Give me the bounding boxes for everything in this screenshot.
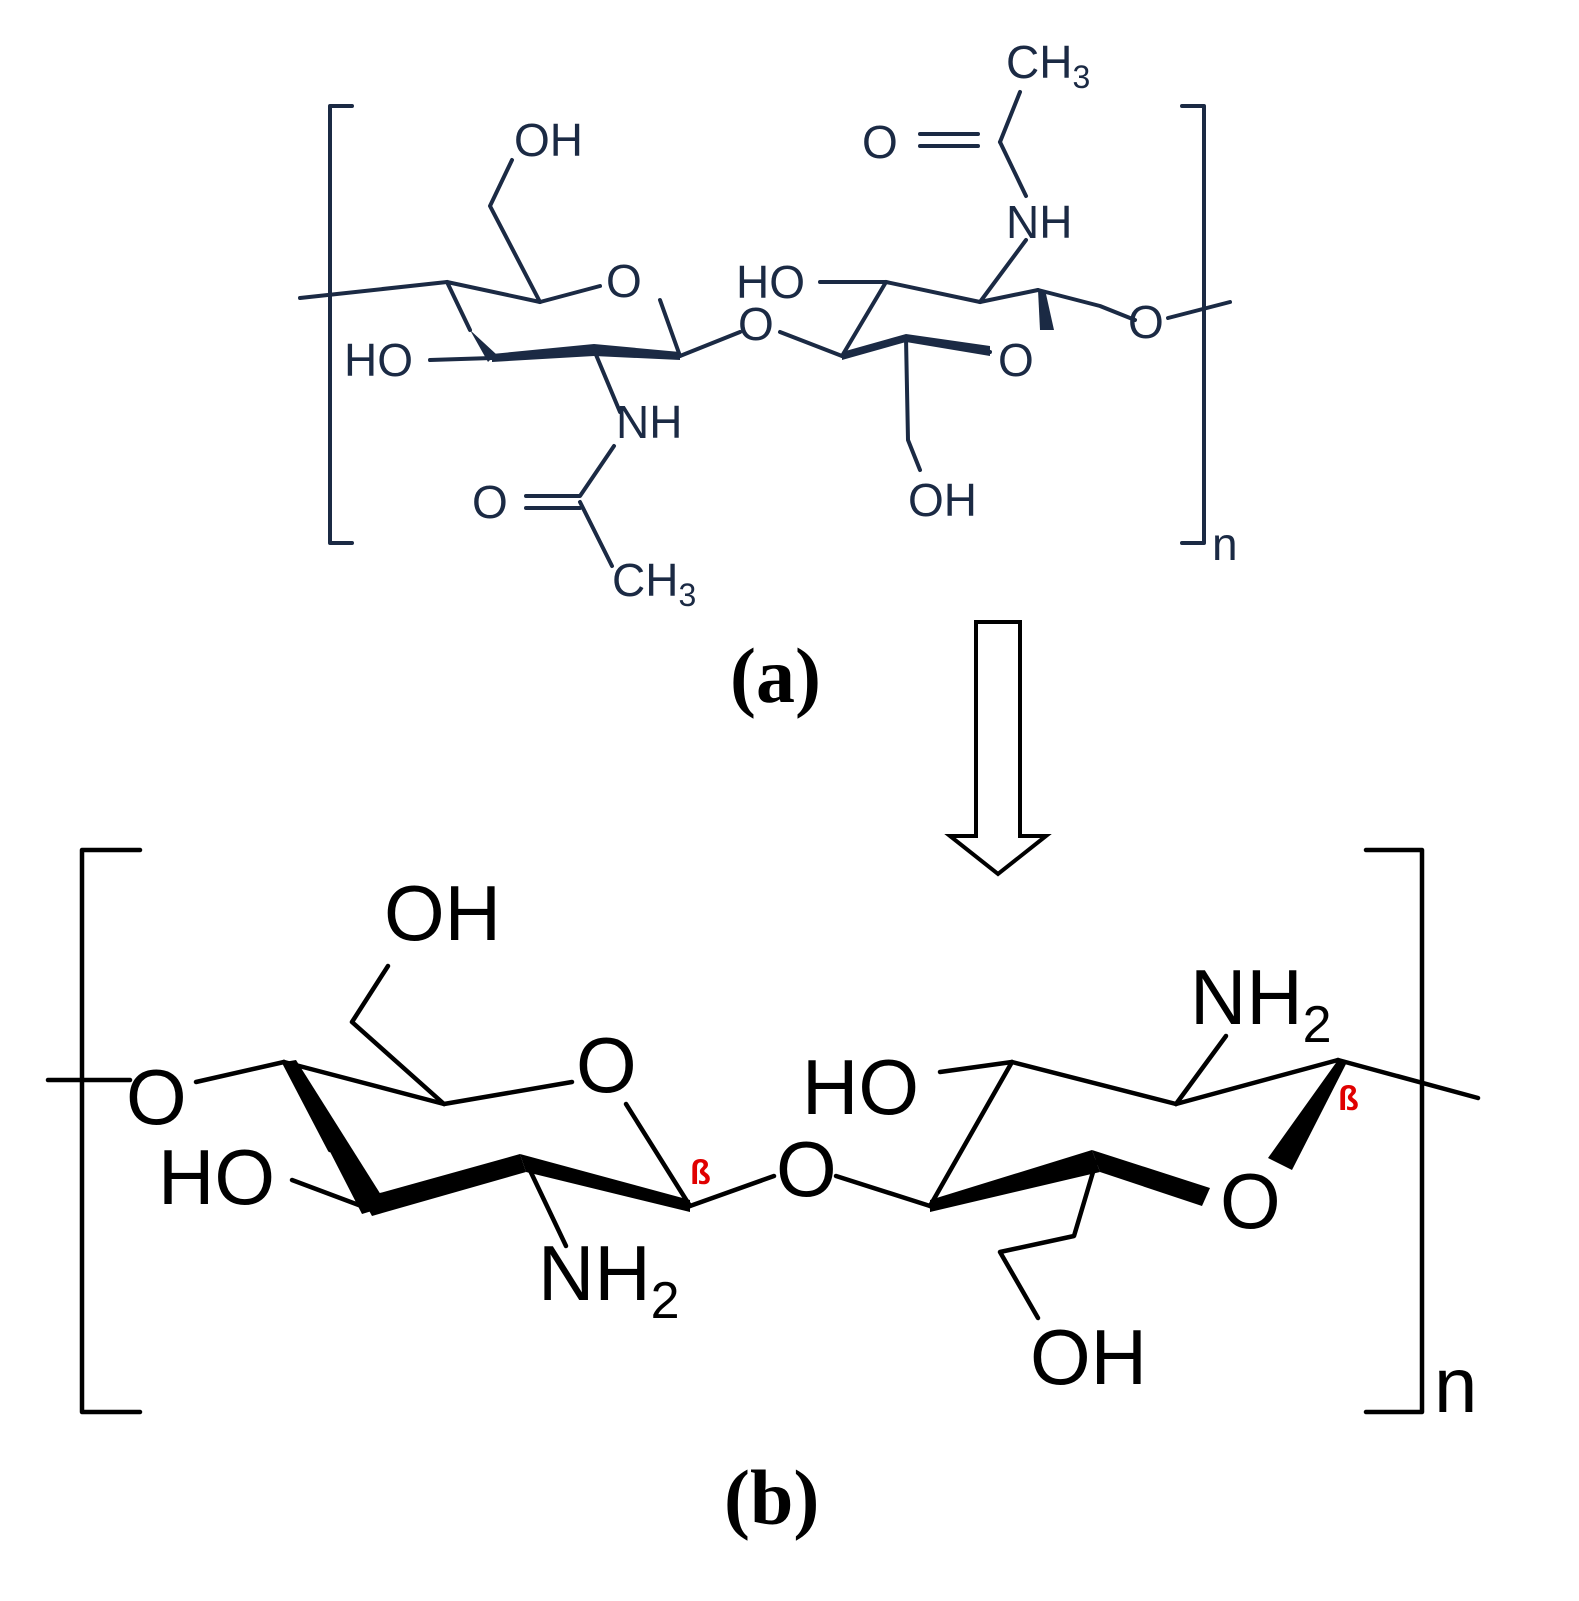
structure-b-chitosan: O OH O HO NH2 ß O HO NH2 ß O OH n: [45, 847, 1481, 1429]
label-terminal-o-left-b: O: [126, 1053, 187, 1141]
label-carbonyl-o-bottom-a: O: [472, 476, 508, 528]
ring-left-a: [298, 158, 742, 568]
label-ho-left-b: HO: [158, 1133, 275, 1221]
caption-b: (b): [724, 1454, 819, 1541]
label-nh2-bottom-b: NH2: [538, 1229, 680, 1330]
label-ring-o-right-b: O: [1220, 1157, 1281, 1245]
bracket-right-b: [1363, 847, 1425, 1415]
label-ho-left-a: HO: [344, 334, 413, 386]
repeat-n-a: n: [1212, 518, 1238, 570]
caption-a: (a): [730, 632, 821, 719]
label-glycosidic-o-b: O: [776, 1125, 837, 1213]
label-nh-top-a: NH: [1006, 196, 1072, 248]
ring-right-b: [833, 1033, 1481, 1321]
label-ring-o-right-a: O: [998, 334, 1034, 386]
label-oh-bottom-b: OH: [1030, 1313, 1147, 1401]
label-ch3-top-a: CH3: [1006, 36, 1090, 95]
ring-right-a: [778, 90, 1232, 472]
label-glycosidic-o-a: O: [738, 298, 774, 350]
arrow-down-icon: [944, 620, 1052, 877]
label-oh-bottom-right-a: OH: [908, 474, 977, 526]
label-ring-o-left-a: O: [606, 255, 642, 307]
bracket-left-a: [328, 104, 354, 545]
label-terminal-o-a: O: [1128, 296, 1164, 348]
beta-marker-left-b: ß: [690, 1154, 711, 1192]
label-oh-top-b: OH: [384, 869, 501, 957]
reaction-arrow: [944, 620, 1052, 877]
ring-left-b: [45, 963, 777, 1249]
label-carbonyl-o-top-a: O: [862, 116, 898, 168]
label-nh2-top-b: NH2: [1190, 953, 1332, 1054]
repeat-n-b: n: [1434, 1341, 1477, 1429]
label-nh-bottom-a: NH: [616, 396, 682, 448]
beta-marker-right-b: ß: [1338, 1080, 1359, 1118]
structure-a-chitin: OH O HO NH O CH3 O HO O OH NH O CH3 O n: [298, 36, 1238, 613]
label-ring-o-left-b: O: [576, 1021, 637, 1109]
label-oh-top-left-a: OH: [514, 114, 583, 166]
bracket-right-a: [1180, 104, 1206, 545]
label-ho-right-ring-b: HO: [802, 1043, 919, 1131]
label-ho-right-ring-a: HO: [736, 256, 805, 308]
label-ch3-bottom-a: CH3: [612, 554, 696, 613]
bracket-left-b: [79, 847, 143, 1415]
